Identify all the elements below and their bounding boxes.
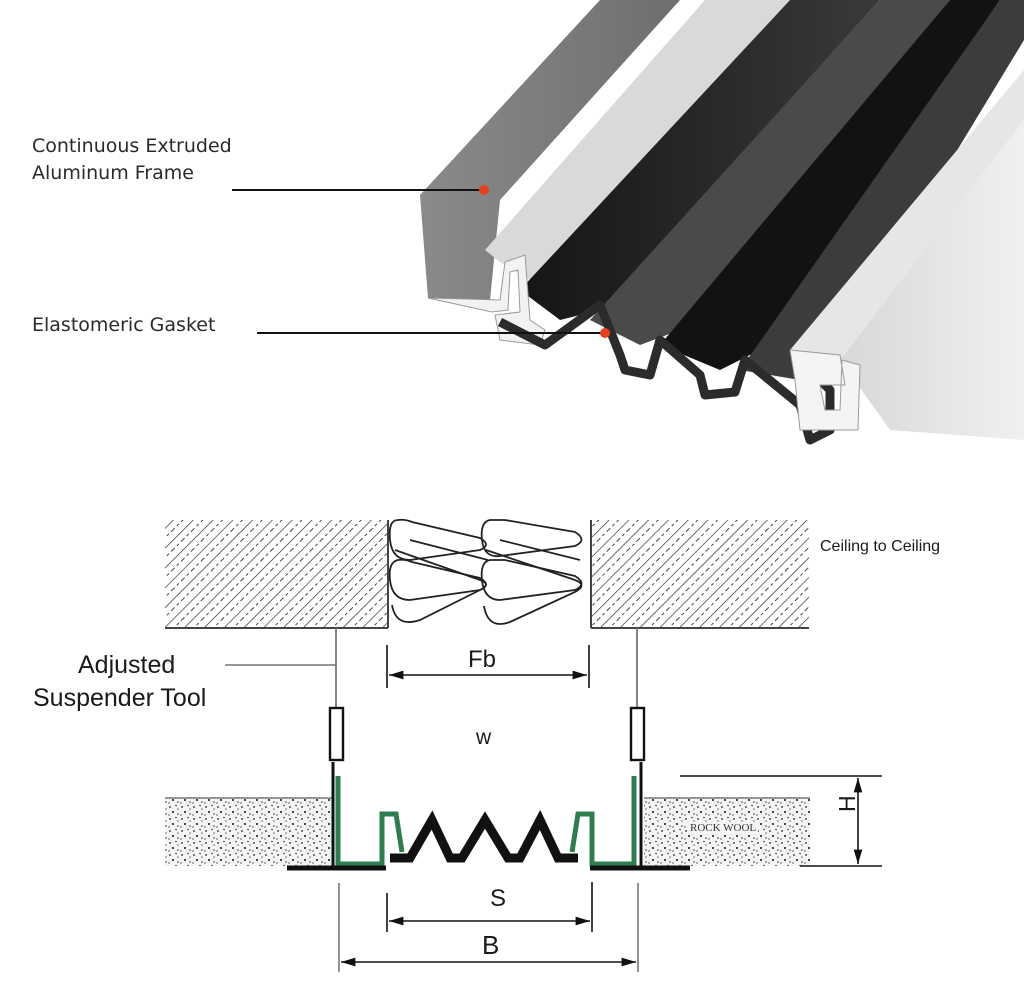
suspender-label-line2: Suspender Tool [33,684,207,712]
fb-dimension-label: Fb [468,646,497,673]
right-frame-profile [789,349,861,431]
rock-wool-label: ROCK WOOL [688,822,759,834]
frame-callout-label: Continuous Extruded Aluminum Frame [32,133,232,187]
gasket-section [390,809,578,863]
left-suspender-clamp [328,706,345,762]
gasket-band-1 [520,0,880,320]
gasket-band-3 [660,0,1000,370]
product-rendering [232,0,1024,445]
left-rock-wool [165,798,333,866]
drawing-caption: Ceiling to Ceiling [820,538,941,555]
gasket-marker-dot [600,328,610,338]
fire-barrier-loops [388,518,583,625]
right-frame-face [840,120,1024,440]
h-dimension-label: H [834,795,860,812]
w-dimension-label: w [476,726,492,749]
left-frame-section [335,776,405,867]
gasket-profile [497,300,835,445]
left-frame-top [485,0,790,280]
right-frame-top [790,70,1024,360]
left-ceiling-slab [165,520,387,628]
suspender-label-line1: Adjusted [78,651,176,679]
gasket-band-4 [740,0,1024,380]
gasket-band-2 [590,0,950,345]
frame-callout-line2: Aluminum Frame [32,162,194,184]
gasket-callout-label: Elastomeric Gasket [32,314,216,336]
right-frame-section [569,776,637,867]
b-dimension-label: B [482,930,500,960]
frame-marker-dot [479,185,489,195]
frame-callout-line1: Continuous Extruded [32,135,232,157]
right-ceiling-slab [591,520,809,628]
s-dimension-label: S [490,885,507,912]
left-frame-face [420,0,680,300]
left-frame-profile [427,254,546,346]
right-suspender-clamp [629,706,646,762]
